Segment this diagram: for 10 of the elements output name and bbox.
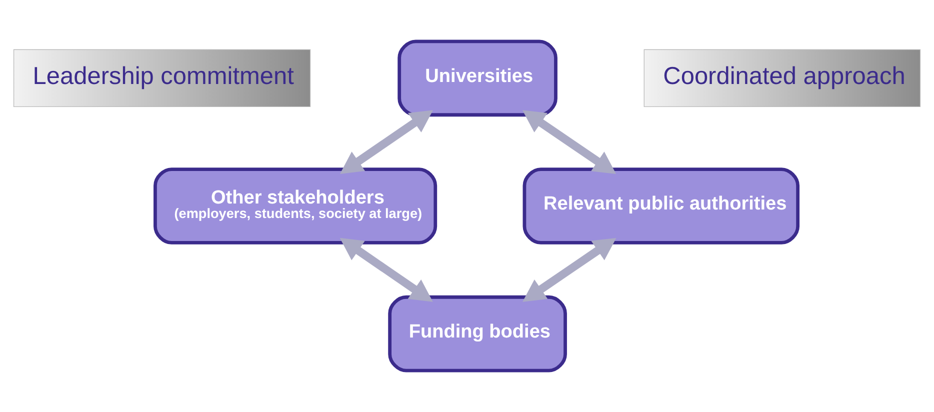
- arrow: [522, 238, 616, 302]
- node-box: Other stakeholders (employers, students, society at large): [154, 168, 438, 244]
- node-box: Funding bodies: [388, 295, 567, 372]
- node-box: Coordinated approach: [644, 49, 921, 108]
- node-box: Leadership commitment: [13, 49, 311, 108]
- arrow: [522, 110, 616, 174]
- arrow: [340, 110, 434, 174]
- node-box: Universities: [398, 40, 558, 117]
- arrow: [340, 238, 433, 302]
- node-box: Relevant public authorities: [522, 168, 800, 244]
